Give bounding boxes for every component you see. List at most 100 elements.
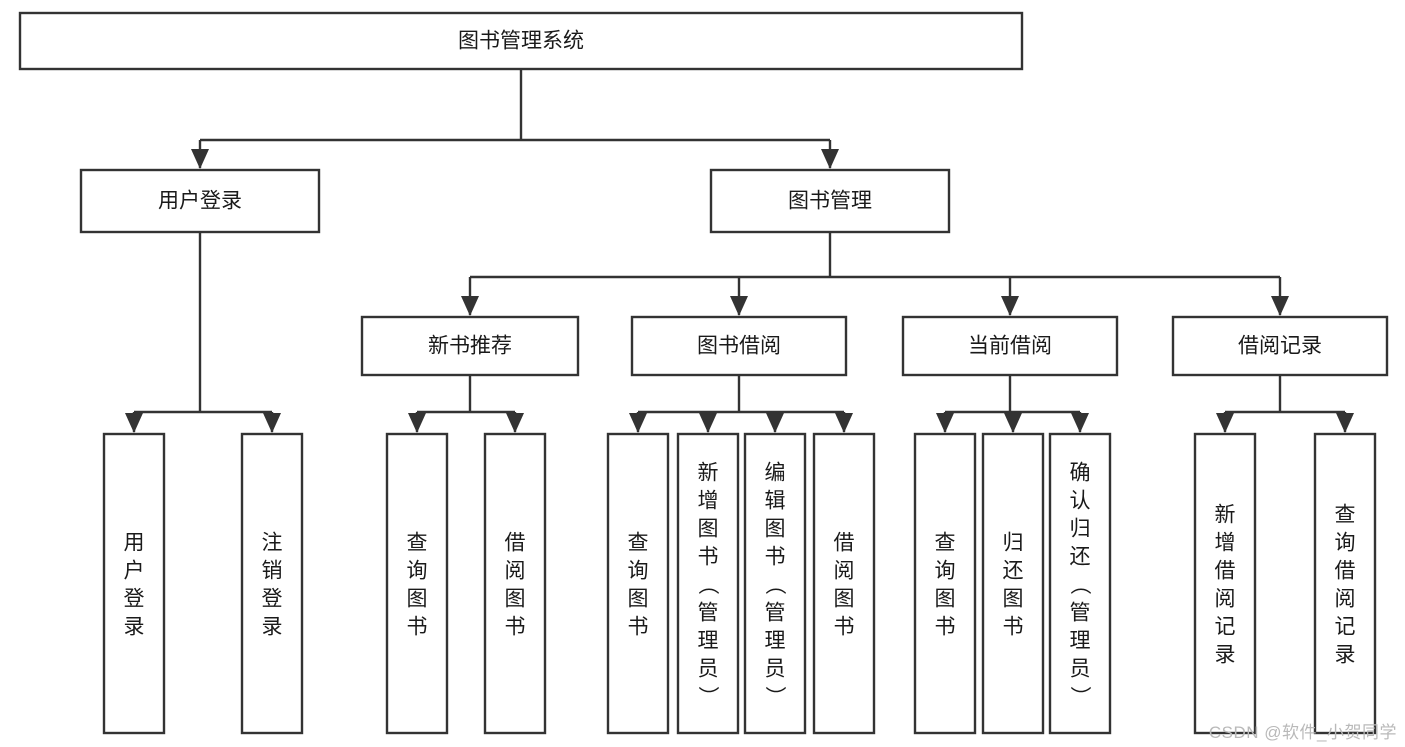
svg-text:书: 书 (407, 615, 428, 638)
arrow-head-icon-leaf-user-login (125, 413, 143, 433)
node-undefined[interactable]: 图书管理系统 (18, 11, 1024, 71)
node-box-leaf-query-book-3 (913, 432, 977, 735)
svg-text:图: 图 (935, 587, 956, 610)
arrow-head-icon-user-login (191, 149, 209, 169)
svg-text:书: 书 (698, 545, 719, 568)
node-box-leaf-return-book (981, 432, 1045, 735)
node-user-login[interactable]: 用户登录 (79, 168, 321, 234)
arrow-head-icon-book-manage (821, 149, 839, 169)
svg-text:查: 查 (1335, 503, 1356, 526)
node-label-current-borrow: 当前借阅 (968, 335, 1052, 358)
svg-text:）: ） (763, 686, 786, 707)
svg-text:理: 理 (765, 629, 786, 652)
node-current-borrow[interactable]: 当前借阅 (901, 315, 1119, 377)
svg-text:图: 图 (765, 517, 786, 540)
svg-text:借: 借 (505, 531, 526, 554)
svg-text:用: 用 (124, 531, 145, 554)
node-box-current-borrow (901, 315, 1119, 377)
arrow-head-icon-leaf-return-book (1004, 413, 1022, 433)
arrow-head-icon-leaf-borrow-book-2 (835, 413, 853, 433)
svg-text:书: 书 (505, 615, 526, 638)
svg-text:认: 认 (1070, 489, 1091, 512)
node-box-leaf-borrow-book-2 (812, 432, 876, 735)
svg-text:询: 询 (935, 559, 956, 582)
svg-text:阅: 阅 (834, 559, 855, 582)
node-borrow-record[interactable]: 借阅记录 (1171, 315, 1389, 377)
svg-text:询: 询 (628, 559, 649, 582)
node-book-borrow[interactable]: 图书借阅 (630, 315, 848, 377)
svg-text:登: 登 (124, 587, 145, 610)
arrow-head-icon-leaf-add-book (699, 413, 717, 433)
svg-text:新: 新 (698, 461, 719, 484)
svg-text:归: 归 (1070, 517, 1091, 540)
svg-text:）: ） (696, 686, 719, 707)
svg-text:图: 图 (698, 517, 719, 540)
svg-text:注: 注 (262, 531, 283, 554)
node-box-borrow-record (1171, 315, 1389, 377)
svg-text:记: 记 (1335, 615, 1356, 638)
svg-text:查: 查 (407, 531, 428, 554)
node-label-borrow-record: 借阅记录 (1238, 335, 1322, 358)
svg-text:管: 管 (1070, 601, 1091, 624)
node-leaf-user-login[interactable]: 用户登录 (102, 432, 166, 735)
svg-text:员: 员 (698, 657, 719, 680)
svg-text:录: 录 (262, 615, 283, 638)
svg-text:辑: 辑 (765, 489, 786, 512)
svg-text:管: 管 (698, 601, 719, 624)
arrow-head-icon-leaf-confirm-return (1071, 413, 1089, 433)
node-box-book-manage (709, 168, 951, 234)
arrow-head-icon-new-book-rec (461, 296, 479, 316)
arrow-head-icon-leaf-query-record (1336, 413, 1354, 433)
connector-layer (125, 69, 1354, 433)
svg-text:图: 图 (407, 587, 428, 610)
node-box-user-login (79, 168, 321, 234)
svg-text:还: 还 (1003, 559, 1024, 582)
svg-text:图: 图 (1003, 587, 1024, 610)
svg-text:询: 询 (1335, 531, 1356, 554)
svg-text:查: 查 (935, 531, 956, 554)
node-layer: 图书管理系统用户登录图书管理新书推荐图书借阅当前借阅借阅记录用户登录注销登录查询… (18, 11, 1389, 735)
node-new-book-rec[interactable]: 新书推荐 (360, 315, 580, 377)
svg-text:编: 编 (765, 461, 786, 484)
node-box-leaf-query-record (1313, 432, 1377, 735)
svg-text:户: 户 (124, 559, 145, 582)
svg-text:书: 书 (834, 615, 855, 638)
node-book-manage[interactable]: 图书管理 (709, 168, 951, 234)
node-box-leaf-confirm-return (1048, 432, 1112, 735)
arrow-head-icon-leaf-borrow-book-1 (506, 413, 524, 433)
svg-text:还: 还 (1070, 545, 1091, 568)
node-box-new-book-rec (360, 315, 580, 377)
node-label-new-book-rec: 新书推荐 (428, 335, 512, 358)
arrow-head-icon-book-borrow (730, 296, 748, 316)
node-box-leaf-borrow-book-1 (483, 432, 547, 735)
svg-text:阅: 阅 (1215, 587, 1236, 610)
arrow-head-icon-leaf-add-record (1216, 413, 1234, 433)
svg-text:借: 借 (834, 531, 855, 554)
node-box-leaf-query-book-2 (606, 432, 670, 735)
arrow-head-icon-leaf-query-book-3 (936, 413, 954, 433)
svg-text:（: （ (696, 574, 719, 595)
svg-text:书: 书 (765, 545, 786, 568)
node-label-book-borrow: 图书借阅 (697, 335, 781, 358)
arrow-head-icon-leaf-logout (263, 413, 281, 433)
svg-text:图: 图 (505, 587, 526, 610)
arrow-head-icon-leaf-query-book-2 (629, 413, 647, 433)
svg-text:理: 理 (1070, 629, 1091, 652)
node-box-leaf-user-login (102, 432, 166, 735)
svg-text:新: 新 (1215, 503, 1236, 526)
svg-text:阅: 阅 (505, 559, 526, 582)
node-box-leaf-add-book (676, 432, 740, 735)
